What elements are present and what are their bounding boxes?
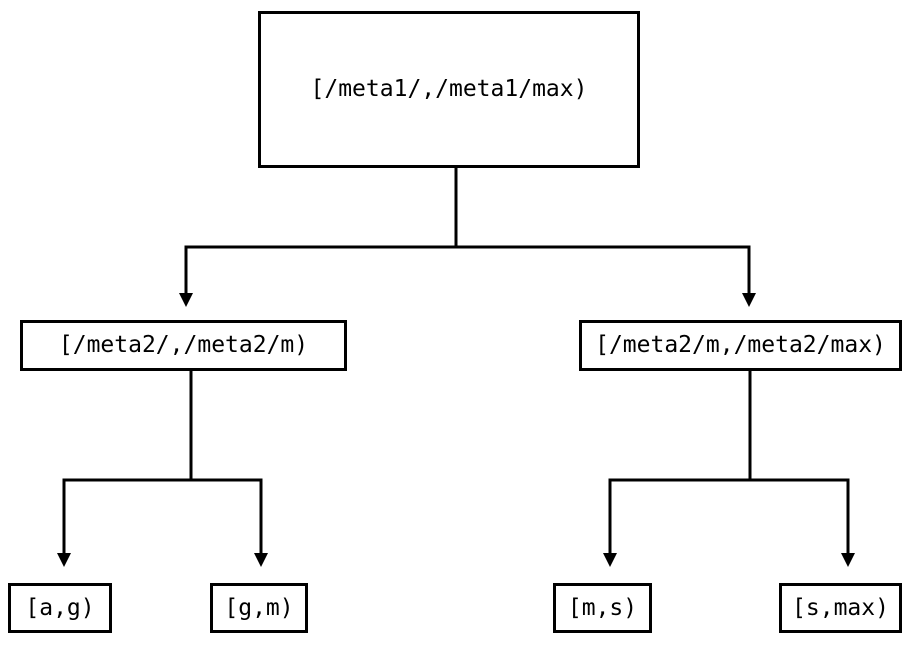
node-leaf-4-label: [s,max) bbox=[792, 594, 889, 621]
edge-mid-right-to-leaf-4 bbox=[748, 371, 855, 567]
edge-mid-right-to-leaf-3 bbox=[603, 371, 752, 567]
node-leaf-2[interactable]: [g,m) bbox=[210, 583, 308, 633]
node-root[interactable]: [/meta1/,/meta1/max) bbox=[258, 11, 640, 168]
edge-root-to-mid-left bbox=[179, 168, 458, 307]
node-leaf-3-label: [m,s) bbox=[567, 594, 638, 621]
node-leaf-2-label: [g,m) bbox=[224, 594, 294, 621]
arrowhead-icon bbox=[603, 553, 617, 567]
node-mid-right[interactable]: [/meta2/m,/meta2/max) bbox=[579, 320, 902, 371]
edge-mid-left-to-leaf-1 bbox=[57, 371, 193, 567]
node-leaf-3[interactable]: [m,s) bbox=[553, 583, 652, 633]
node-leaf-1[interactable]: [a,g) bbox=[8, 583, 112, 633]
node-mid-right-label: [/meta2/m,/meta2/max) bbox=[595, 332, 886, 358]
arrowhead-icon bbox=[841, 553, 855, 567]
arrowhead-icon bbox=[179, 293, 193, 307]
node-root-label: [/meta1/,/meta1/max) bbox=[310, 76, 588, 102]
arrowhead-icon bbox=[742, 293, 756, 307]
edge-root-to-mid-right bbox=[454, 168, 756, 307]
arrowhead-icon bbox=[254, 553, 268, 567]
node-mid-left-label: [/meta2/,/meta2/m) bbox=[58, 332, 309, 358]
node-leaf-4[interactable]: [s,max) bbox=[779, 583, 902, 633]
node-leaf-1-label: [a,g) bbox=[25, 594, 95, 621]
arrowhead-icon bbox=[57, 553, 71, 567]
node-mid-left[interactable]: [/meta2/,/meta2/m) bbox=[20, 320, 347, 371]
edge-mid-left-to-leaf-2 bbox=[189, 371, 268, 567]
